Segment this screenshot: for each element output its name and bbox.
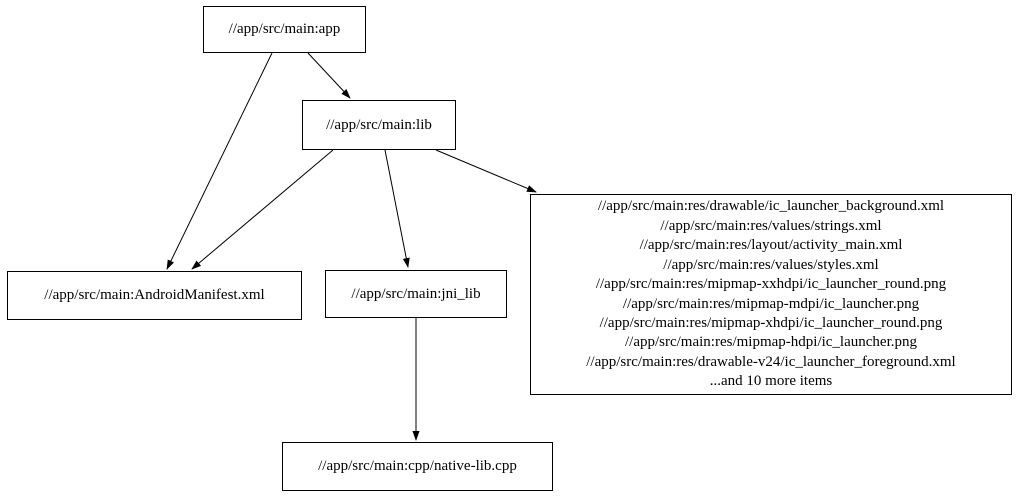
resource-item: //app/src/main:res/mipmap-xhdpi/ic_launc…: [599, 314, 943, 331]
edge-lib-to-manifest: [191, 149, 334, 270]
edge-app-to-manifest: [166, 52, 273, 270]
node-jni-lib-label: //app/src/main:jni_lib: [351, 285, 481, 302]
edge-lib-to-jnilib: [384, 149, 410, 268]
node-lib-label: //app/src/main:lib: [326, 116, 432, 133]
graph-node-jni-lib: //app/src/main:jni_lib: [325, 270, 507, 318]
edge-lib-to-resources: [435, 149, 537, 193]
resource-item: //app/src/main:res/drawable/ic_launcher_…: [597, 198, 945, 215]
resource-item: //app/src/main:res/values/strings.xml: [660, 217, 882, 234]
resource-more-items: ...and 10 more items: [709, 373, 833, 390]
node-app-label: //app/src/main:app: [228, 21, 341, 37]
resource-item: //app/src/main:res/values/styles.xml: [663, 256, 879, 273]
resource-item: //app/src/main:res/mipmap-mdpi/ic_launch…: [622, 295, 920, 312]
resource-item: //app/src/main:res/mipmap-xxhdpi/ic_laun…: [595, 276, 947, 293]
resource-item: //app/src/main:res/mipmap-hdpi/ic_launch…: [624, 334, 917, 351]
graph-node-native-lib: //app/src/main:cpp/native-lib.cpp: [282, 442, 553, 491]
resource-item: //app/src/main:res/drawable-v24/ic_launc…: [586, 353, 956, 370]
node-native-lib-label: //app/src/main:cpp/native-lib.cpp: [318, 458, 517, 474]
graph-node-lib: //app/src/main:lib: [302, 100, 456, 150]
resource-item: //app/src/main:res/layout/activity_main.…: [639, 237, 903, 254]
graph-node-android-manifest: //app/src/main:AndroidManifest.xml: [7, 271, 302, 320]
edge-app-to-lib: [307, 52, 351, 99]
graph-node-resources-group: //app/src/main:res/drawable/ic_launcher_…: [530, 194, 1012, 395]
node-android-manifest-label: //app/src/main:AndroidManifest.xml: [44, 287, 265, 303]
graph-node-app: //app/src/main:app: [203, 6, 366, 53]
